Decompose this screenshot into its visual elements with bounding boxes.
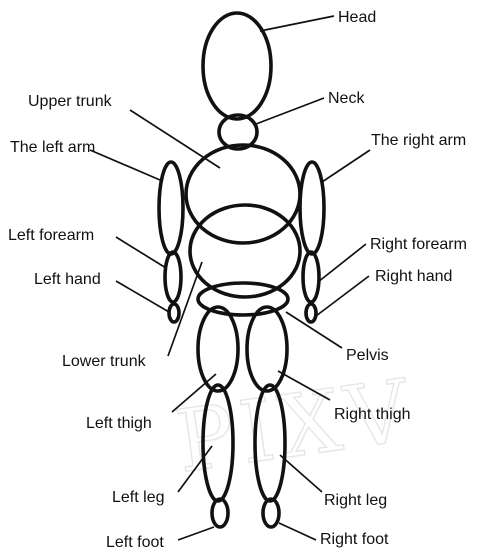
lower-trunk-label: Lower trunk [62,353,147,370]
left-leg-label: Left leg [112,489,164,506]
right-forearm-segment [303,252,319,302]
right-hand-segment [306,304,316,322]
left-forearm-leader-line [116,237,166,268]
upper-trunk-label: Upper trunk [28,93,113,110]
upper-trunk-leader-line [130,110,220,168]
left-foot-segment [212,499,228,527]
right-arm-label: The right arm [371,132,466,149]
right-foot-segment [263,499,279,527]
head-leader-line [260,16,334,31]
neck-label: Neck [328,90,365,107]
left-arm-segment [159,162,183,254]
right-forearm-leader-line [318,244,366,282]
left-forearm-segment [165,252,181,302]
left-hand-segment [169,304,179,322]
left-foot-label: Left foot [106,534,164,548]
neck-leader-line [256,98,324,124]
right-hand-leader-line [316,276,369,316]
head-segment [203,13,271,119]
right-hand-label: Right hand [375,268,452,285]
head-label: Head [338,9,376,26]
left-thigh-segment [198,307,238,391]
left-hand-label: Left hand [34,271,101,288]
left-hand-leader-line [116,281,169,312]
right-thigh-label: Right thigh [334,406,411,423]
left-foot-leader-line [178,527,214,540]
right-foot-leader-line [279,523,316,540]
right-arm-segment [300,162,324,254]
right-leg-label: Right leg [324,492,387,509]
pelvis-label: Pelvis [346,347,389,364]
right-forearm-label: Right forearm [370,236,467,253]
right-foot-label: Right foot [320,531,389,548]
right-thigh-segment [247,307,287,391]
left-arm-label: The left arm [10,139,95,156]
left-thigh-label: Left thigh [86,415,152,432]
left-forearm-label: Left forearm [8,227,94,244]
right-arm-leader-line [322,150,370,182]
left-arm-leader-line [90,150,160,180]
upper-trunk-segment [186,145,300,243]
